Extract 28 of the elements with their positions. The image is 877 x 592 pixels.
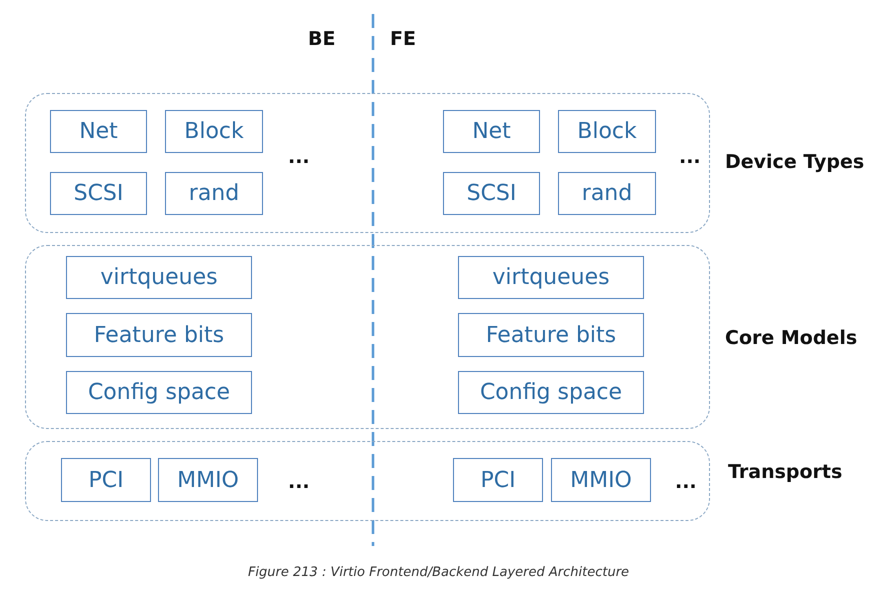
ellipsis-text: ...: [288, 471, 310, 493]
side-label: FE: [390, 28, 416, 50]
component-box: PCI: [61, 458, 151, 502]
component-box: Config space: [458, 371, 644, 414]
component-box: virtqueues: [458, 256, 644, 299]
component-box: Net: [50, 110, 147, 153]
component-box: PCI: [453, 458, 543, 502]
component-box: Net: [443, 110, 540, 153]
layer-heading: Device Types: [725, 151, 864, 173]
side-label: BE: [308, 28, 336, 50]
component-box: SCSI: [443, 172, 540, 215]
layer-heading: Core Models: [725, 327, 858, 349]
ellipsis-text: ...: [679, 146, 701, 168]
component-box: SCSI: [50, 172, 147, 215]
ellipsis-text: ...: [288, 146, 310, 168]
layer-heading: Transports: [728, 461, 842, 483]
figure-caption: Figure 213 : Virtio Frontend/Backend Layered Architecture: [248, 565, 630, 580]
component-box: MMIO: [158, 458, 258, 502]
component-box: Feature bits: [66, 313, 252, 357]
component-box: rand: [558, 172, 656, 215]
ellipsis-text: ...: [675, 471, 697, 493]
component-box: Block: [558, 110, 656, 153]
component-box: rand: [165, 172, 263, 215]
component-box: Block: [165, 110, 263, 153]
component-box: Feature bits: [458, 313, 644, 357]
component-box: Config space: [66, 371, 252, 414]
component-box: MMIO: [551, 458, 651, 502]
component-box: virtqueues: [66, 256, 252, 299]
